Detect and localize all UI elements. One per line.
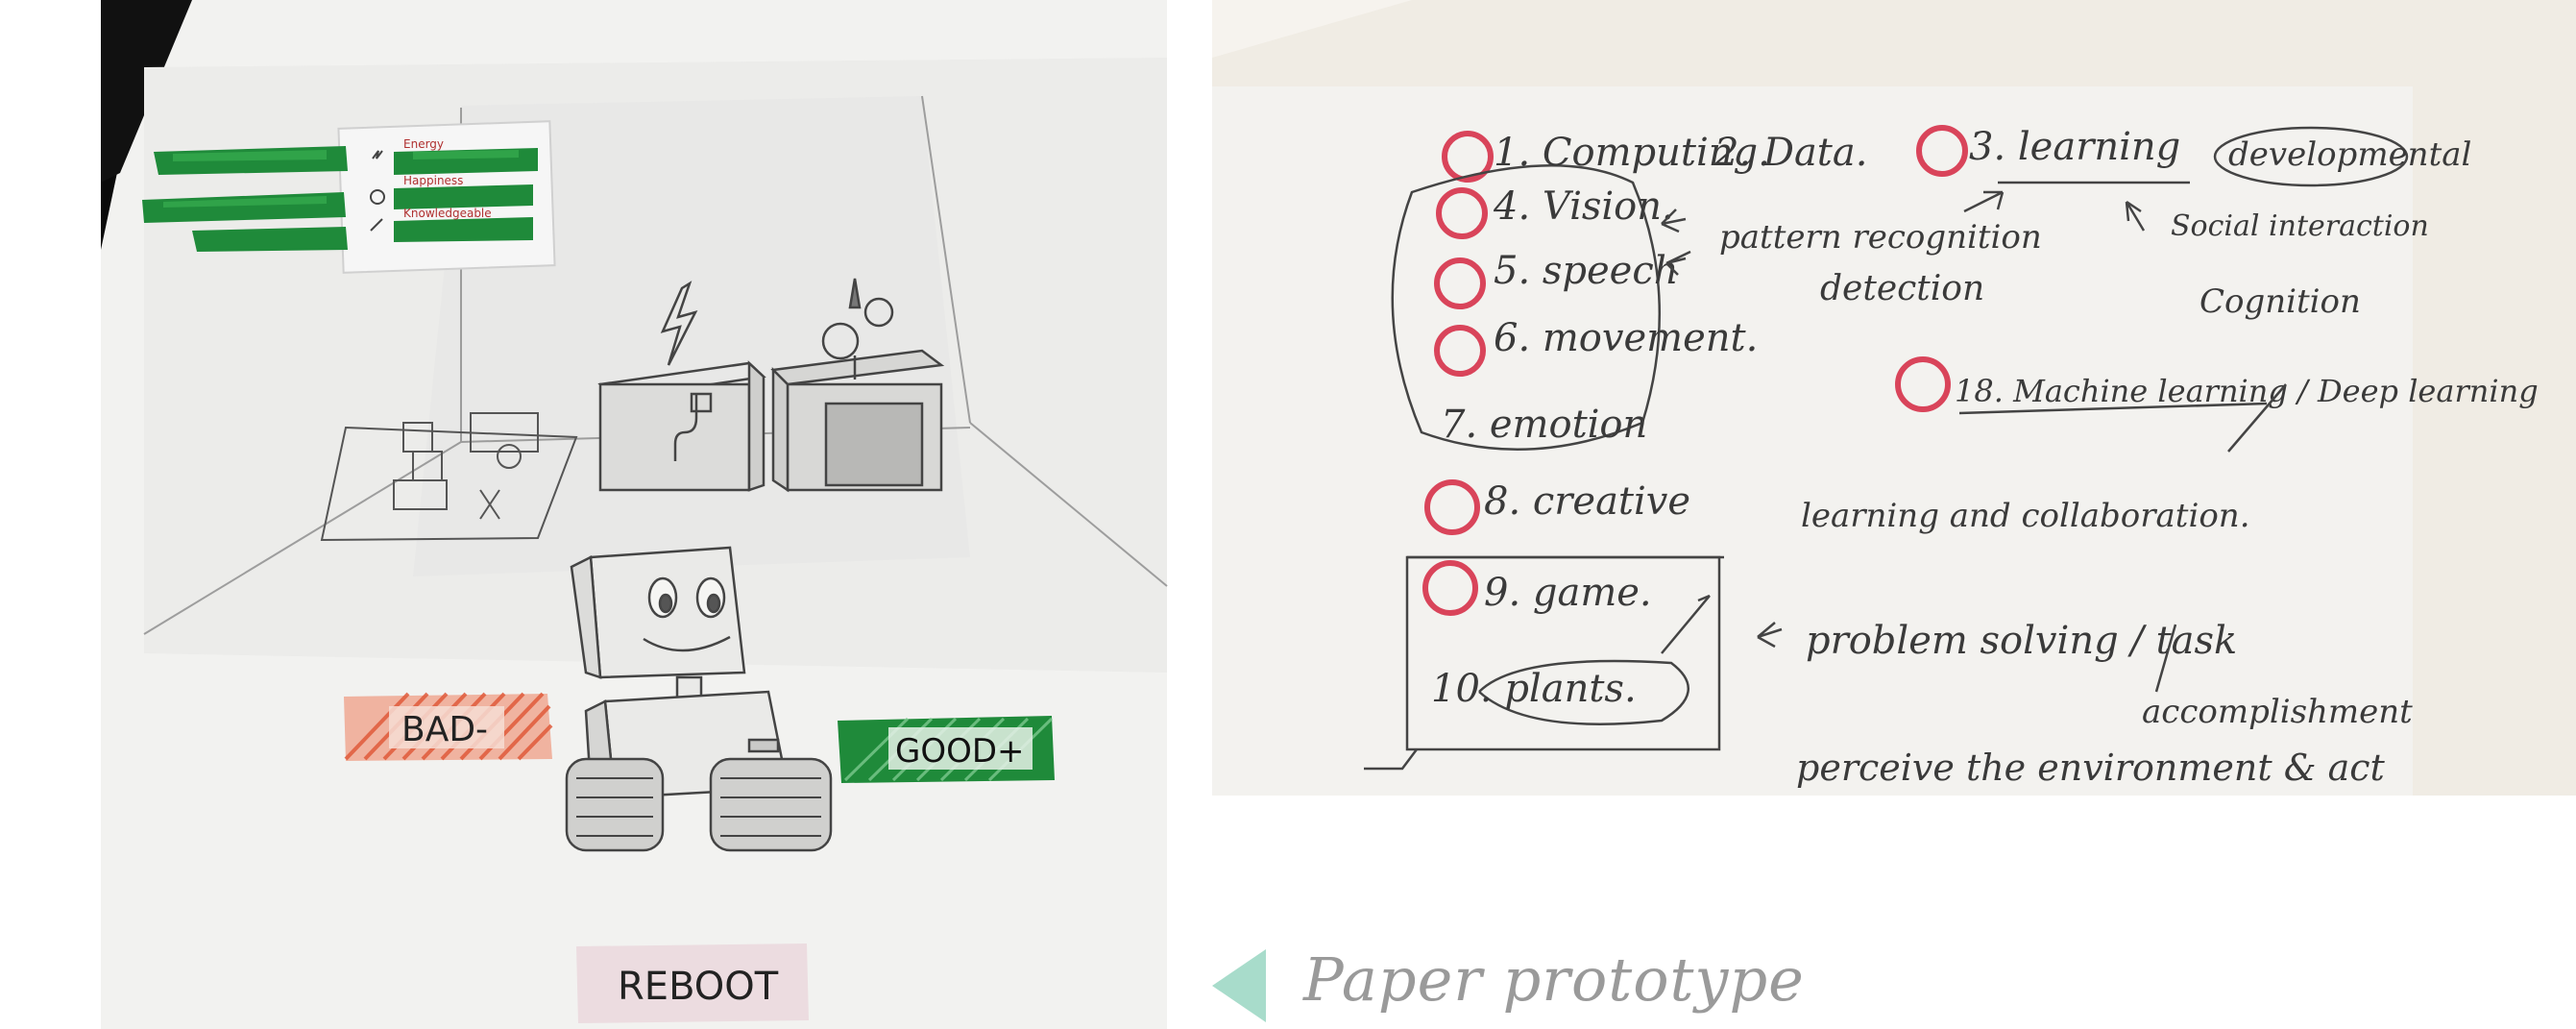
sketch-energy-station (597, 281, 766, 492)
note-creative: 8. creative (1484, 479, 1690, 524)
bad-label: BAD- (401, 710, 488, 749)
note-cognition: Cognition (2199, 282, 2361, 321)
note-perceive-environment: perceive the environment & act (1796, 747, 2386, 789)
note-machine-learning: 18. Machine learning / Deep learning (1955, 373, 2539, 409)
note-movement: 6. movement. (1494, 316, 1758, 360)
knowledge-icon (370, 218, 383, 232)
note-plants: 10. plants. (1431, 667, 1637, 711)
status-happiness-label: Happiness (403, 174, 463, 187)
note-vision: 4. Vision. (1493, 184, 1674, 229)
note-emotion: 7. emotion (1441, 403, 1647, 447)
sketch-table-left (320, 412, 578, 542)
reboot-label: REBOOT (618, 965, 779, 1009)
caption-arrow-icon (1212, 949, 1266, 1022)
left-prototype-photo: Energy Happiness Knowledgeable (0, 0, 1181, 1029)
note-developmental: developmental (2228, 135, 2471, 174)
status-card: Energy Happiness Knowledgeable (142, 120, 556, 274)
good-label: GOOD+ (895, 732, 1025, 771)
note-social-interaction: Social interaction (2171, 209, 2429, 243)
note-computing: 1. Computing. (1494, 131, 1770, 175)
note-game: 9. game. (1484, 571, 1652, 615)
note-accomplishment: accomplishment (2142, 693, 2413, 731)
note-detection: detection (1820, 269, 1984, 308)
caption-row: Paper prototype (1212, 942, 1981, 1022)
caption-text: Paper prototype (1303, 944, 1805, 1015)
sketch-robot (565, 546, 833, 852)
energy-icon (372, 150, 383, 159)
note-problem-solving: problem solving / task (1806, 619, 2237, 663)
note-learning: 3. learning (1969, 125, 2180, 169)
happiness-icon (370, 189, 385, 205)
sketch-gear-station (770, 278, 945, 493)
note-data: 2. Data. (1713, 131, 1867, 175)
reboot-label-tape: REBOOT (576, 943, 809, 1023)
status-knowledge-label: Knowledgeable (403, 207, 492, 220)
note-pattern-recognition: pattern recognition (1719, 218, 2042, 257)
status-energy-label: Energy (403, 137, 444, 151)
note-speech: 5. speech (1494, 249, 1679, 293)
good-label-tape: GOOD+ (838, 716, 1055, 783)
note-learning-collaboration: learning and collaboration. (1801, 497, 2250, 535)
bad-label-tape: BAD- (344, 692, 553, 761)
